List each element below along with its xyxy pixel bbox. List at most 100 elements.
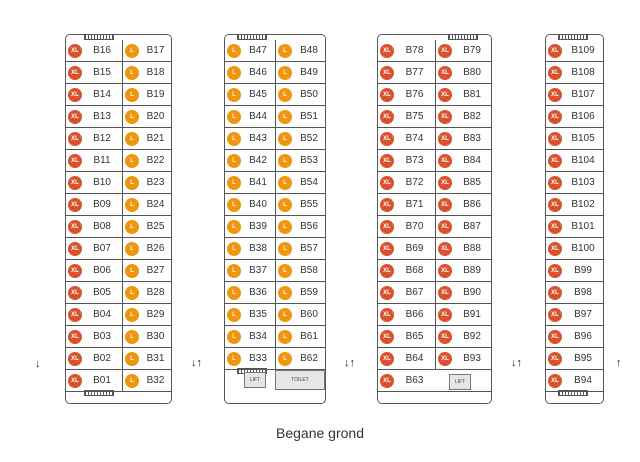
storage-unit-b50[interactable]: LB50 xyxy=(275,84,326,105)
storage-unit-b40[interactable]: LB40 xyxy=(224,194,275,215)
storage-unit-b18[interactable]: LB18 xyxy=(122,62,172,83)
storage-unit-b66[interactable]: XLB66 xyxy=(377,304,435,325)
storage-unit-b108[interactable]: XLB108 xyxy=(545,62,604,83)
storage-unit-b62[interactable]: LB62 xyxy=(275,348,326,369)
storage-unit-b44[interactable]: LB44 xyxy=(224,106,275,127)
storage-unit-b104[interactable]: XLB104 xyxy=(545,150,604,171)
storage-unit-b22[interactable]: LB22 xyxy=(122,150,172,171)
storage-unit-b24[interactable]: LB24 xyxy=(122,194,172,215)
storage-unit-b103[interactable]: XLB103 xyxy=(545,172,604,193)
storage-unit-b02[interactable]: XLB02 xyxy=(65,348,122,369)
storage-unit-b96[interactable]: XLB96 xyxy=(545,326,604,347)
storage-unit-b28[interactable]: LB28 xyxy=(122,282,172,303)
storage-unit-b101[interactable]: XLB101 xyxy=(545,216,604,237)
storage-unit-b29[interactable]: LB29 xyxy=(122,304,172,325)
storage-unit-b51[interactable]: LB51 xyxy=(275,106,326,127)
storage-unit-b12[interactable]: XLB12 xyxy=(65,128,122,149)
storage-unit-b89[interactable]: XLB89 xyxy=(435,260,492,281)
storage-unit-b98[interactable]: XLB98 xyxy=(545,282,604,303)
storage-unit-b47[interactable]: LB47 xyxy=(224,40,275,61)
storage-unit-b21[interactable]: LB21 xyxy=(122,128,172,149)
storage-unit-b43[interactable]: LB43 xyxy=(224,128,275,149)
storage-unit-b78[interactable]: XLB78 xyxy=(377,40,435,61)
storage-unit-b42[interactable]: LB42 xyxy=(224,150,275,171)
storage-unit-b109[interactable]: XLB109 xyxy=(545,40,604,61)
storage-unit-b33[interactable]: LB33 xyxy=(224,348,275,369)
storage-unit-b59[interactable]: LB59 xyxy=(275,282,326,303)
storage-unit-b09[interactable]: XLB09 xyxy=(65,194,122,215)
storage-unit-b93[interactable]: XLB93 xyxy=(435,348,492,369)
storage-unit-b99[interactable]: XLB99 xyxy=(545,260,604,281)
storage-unit-b67[interactable]: XLB67 xyxy=(377,282,435,303)
storage-unit-b95[interactable]: XLB95 xyxy=(545,348,604,369)
storage-unit-b68[interactable]: XLB68 xyxy=(377,260,435,281)
storage-unit-b08[interactable]: XLB08 xyxy=(65,216,122,237)
storage-unit-b61[interactable]: LB61 xyxy=(275,326,326,347)
storage-unit-b105[interactable]: XLB105 xyxy=(545,128,604,149)
storage-unit-b27[interactable]: LB27 xyxy=(122,260,172,281)
storage-unit-b48[interactable]: LB48 xyxy=(275,40,326,61)
storage-unit-b46[interactable]: LB46 xyxy=(224,62,275,83)
storage-unit-b75[interactable]: XLB75 xyxy=(377,106,435,127)
storage-unit-b63[interactable]: XLB63 xyxy=(377,370,435,391)
storage-unit-b03[interactable]: XLB03 xyxy=(65,326,122,347)
storage-unit-b90[interactable]: XLB90 xyxy=(435,282,492,303)
storage-unit-b60[interactable]: LB60 xyxy=(275,304,326,325)
storage-unit-b65[interactable]: XLB65 xyxy=(377,326,435,347)
storage-unit-b72[interactable]: XLB72 xyxy=(377,172,435,193)
storage-unit-b71[interactable]: XLB71 xyxy=(377,194,435,215)
storage-unit-b57[interactable]: LB57 xyxy=(275,238,326,259)
storage-unit-b07[interactable]: XLB07 xyxy=(65,238,122,259)
storage-unit-b54[interactable]: LB54 xyxy=(275,172,326,193)
storage-unit-b80[interactable]: XLB80 xyxy=(435,62,492,83)
storage-unit-b04[interactable]: XLB04 xyxy=(65,304,122,325)
storage-unit-b30[interactable]: LB30 xyxy=(122,326,172,347)
storage-unit-b64[interactable]: XLB64 xyxy=(377,348,435,369)
storage-unit-b55[interactable]: LB55 xyxy=(275,194,326,215)
storage-unit-b10[interactable]: XLB10 xyxy=(65,172,122,193)
storage-unit-b85[interactable]: XLB85 xyxy=(435,172,492,193)
storage-unit-b106[interactable]: XLB106 xyxy=(545,106,604,127)
storage-unit-b41[interactable]: LB41 xyxy=(224,172,275,193)
storage-unit-b20[interactable]: LB20 xyxy=(122,106,172,127)
storage-unit-b26[interactable]: LB26 xyxy=(122,238,172,259)
storage-unit-b38[interactable]: LB38 xyxy=(224,238,275,259)
storage-unit-b15[interactable]: XLB15 xyxy=(65,62,122,83)
storage-unit-b79[interactable]: XLB79 xyxy=(435,40,492,61)
storage-unit-b01[interactable]: XLB01 xyxy=(65,370,122,391)
storage-unit-b14[interactable]: XLB14 xyxy=(65,84,122,105)
storage-unit-b86[interactable]: XLB86 xyxy=(435,194,492,215)
storage-unit-b06[interactable]: XLB06 xyxy=(65,260,122,281)
storage-unit-b88[interactable]: XLB88 xyxy=(435,238,492,259)
storage-unit-b97[interactable]: XLB97 xyxy=(545,304,604,325)
storage-unit-b49[interactable]: LB49 xyxy=(275,62,326,83)
storage-unit-b05[interactable]: XLB05 xyxy=(65,282,122,303)
storage-unit-b73[interactable]: XLB73 xyxy=(377,150,435,171)
storage-unit-b76[interactable]: XLB76 xyxy=(377,84,435,105)
storage-unit-b74[interactable]: XLB74 xyxy=(377,128,435,149)
storage-unit-b23[interactable]: LB23 xyxy=(122,172,172,193)
storage-unit-b58[interactable]: LB58 xyxy=(275,260,326,281)
storage-unit-b83[interactable]: XLB83 xyxy=(435,128,492,149)
storage-unit-b81[interactable]: XLB81 xyxy=(435,84,492,105)
storage-unit-b107[interactable]: XLB107 xyxy=(545,84,604,105)
storage-unit-b19[interactable]: LB19 xyxy=(122,84,172,105)
storage-unit-b84[interactable]: XLB84 xyxy=(435,150,492,171)
storage-unit-b77[interactable]: XLB77 xyxy=(377,62,435,83)
storage-unit-b87[interactable]: XLB87 xyxy=(435,216,492,237)
storage-unit-b34[interactable]: LB34 xyxy=(224,326,275,347)
storage-unit-b102[interactable]: XLB102 xyxy=(545,194,604,215)
storage-unit-b35[interactable]: LB35 xyxy=(224,304,275,325)
storage-unit-b11[interactable]: XLB11 xyxy=(65,150,122,171)
storage-unit-b25[interactable]: LB25 xyxy=(122,216,172,237)
storage-unit-b56[interactable]: LB56 xyxy=(275,216,326,237)
storage-unit-b17[interactable]: LB17 xyxy=(122,40,172,61)
storage-unit-b52[interactable]: LB52 xyxy=(275,128,326,149)
storage-unit-b36[interactable]: LB36 xyxy=(224,282,275,303)
storage-unit-b82[interactable]: XLB82 xyxy=(435,106,492,127)
storage-unit-b94[interactable]: XLB94 xyxy=(545,370,604,391)
storage-unit-b13[interactable]: XLB13 xyxy=(65,106,122,127)
storage-unit-b32[interactable]: LB32 xyxy=(122,370,172,391)
storage-unit-b92[interactable]: XLB92 xyxy=(435,326,492,347)
storage-unit-b70[interactable]: XLB70 xyxy=(377,216,435,237)
